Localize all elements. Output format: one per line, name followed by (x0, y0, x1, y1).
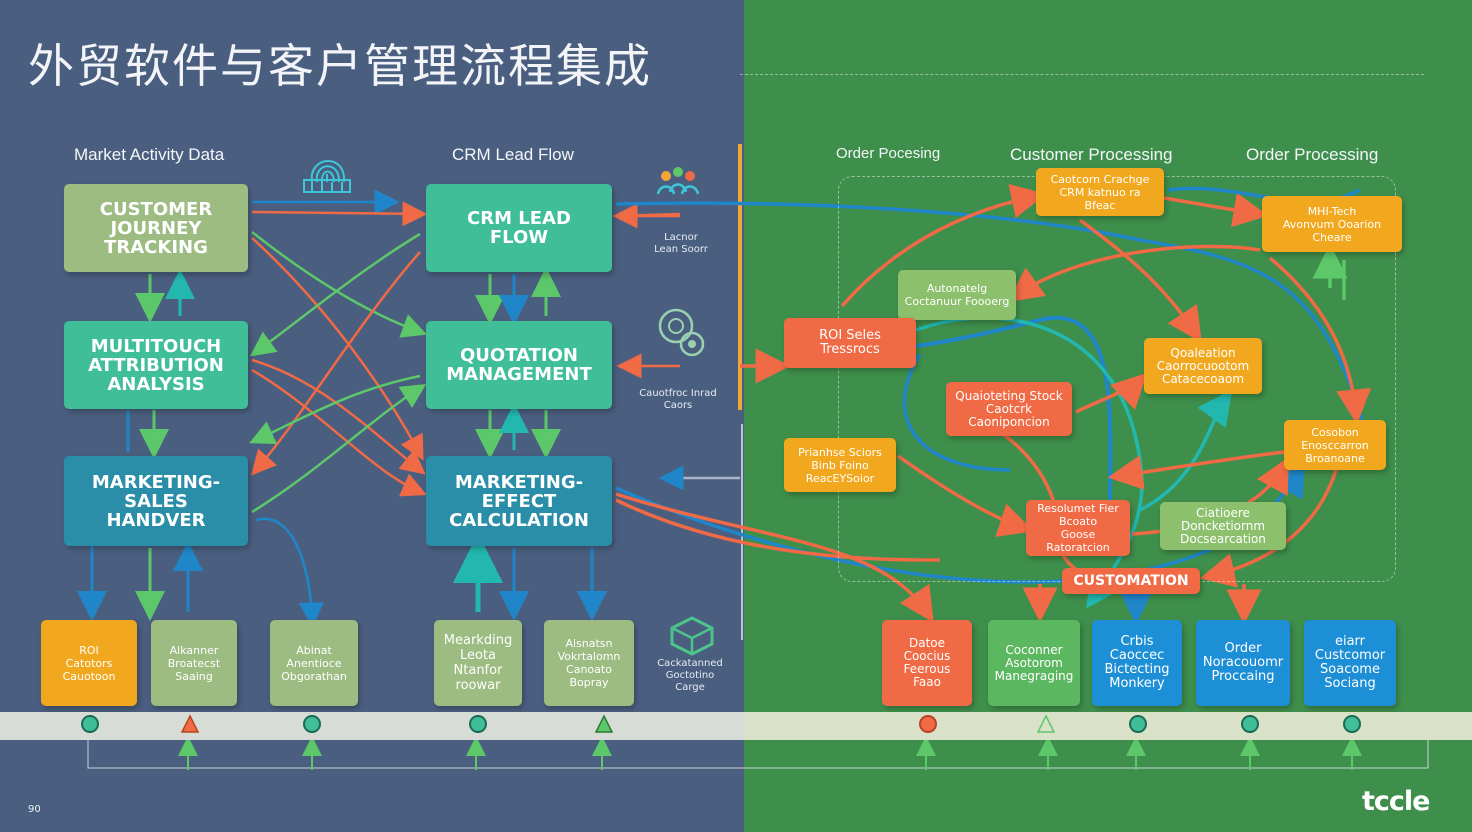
left-vertical-arrows (77, 269, 203, 621)
timeline-pin-icons (81, 714, 1361, 733)
marketing-lead-monitor-box[interactable]: Mearkding Leota Ntanfor roowar (434, 620, 522, 706)
lead-score-note: Lacnor Lean Soorr (654, 232, 708, 255)
analysis-report-box[interactable]: Alsnatsn Vokrtalomn Canoato Bopray (544, 620, 634, 706)
quoting-stock-box[interactable]: Quaioteting Stock Caotcrk Caoniponcion (946, 382, 1072, 436)
column-label-order-pocesing: Order Pocesing (836, 145, 941, 162)
marketing-sales-handover-box[interactable]: MARKETING- SALES HANDVER (64, 456, 248, 546)
quotation-management-label: QUOTATION MANAGEMENT (446, 345, 592, 385)
marketing-effect-calculation-box[interactable]: MARKETING- EFFECT CALCULATION (426, 456, 612, 546)
crm-chain-box[interactable]: Caotcorn Crachge CRM katnuo ra Bfeac (1036, 168, 1164, 216)
customer-journey-tracking-label: CUSTOMER JOURNEY TRACKING (99, 198, 213, 258)
automatic-scoring-box[interactable]: Autonatelg Coctanuur Foooerg (898, 270, 1016, 320)
realization-box[interactable]: Resolumet Fier Bcoato Goose Ratoratcion (1026, 500, 1130, 556)
page-title: 外贸软件与客户管理流程集成 (28, 39, 652, 93)
prioritize-label: Prianhse Sciors Binb Foino ReacEYSoior (798, 445, 882, 485)
title-divider (740, 74, 1424, 75)
cross-connection-arrows (249, 189, 740, 628)
multitouch-attribution-box[interactable]: MULTITOUCH ATTRIBUTION ANALYSIS (64, 321, 248, 409)
data-features-label: Datoe Coocius Feerous Faao (903, 636, 951, 689)
crm-lead-flow-box[interactable]: CRM LEAD FLOW (426, 184, 612, 272)
marketing-effect-calculation-label: MARKETING- EFFECT CALCULATION (449, 471, 589, 531)
realization-label: Resolumet Fier Bcoato Goose Ratoratcion (1037, 502, 1119, 554)
broadcast-scoring-label: Alkanner Broatecst Saaing (167, 643, 221, 683)
mhi-tech-label: MHI-Tech Avonvum Ooarion Cheare (1282, 204, 1382, 244)
analysis-report-label: Alsnatsn Vokrtalomn Canoato Bopray (557, 637, 621, 689)
roi-sales-label: ROI Seles Tressrocs (819, 328, 881, 357)
quotation-management-box[interactable]: QUOTATION MANAGEMENT (426, 321, 612, 409)
broadcast-scoring-box[interactable]: Alkanner Broatecst Saaing (151, 620, 237, 706)
attention-observation-box[interactable]: Abinat Anentioce Obgorathan (270, 620, 358, 706)
fingerprint-icon (303, 160, 351, 193)
prioritize-box[interactable]: Prianhse Sciors Binb Foino ReacEYSoior (784, 438, 896, 492)
column-label-order-processing: Order Processing (1246, 145, 1379, 164)
quotation-right-box[interactable]: Qoaleation Caorrocuootom Catacecoaom (1144, 338, 1262, 394)
multitouch-attribution-label: MULTITOUCH ATTRIBUTION ANALYSIS (88, 335, 224, 395)
brand-logo: tccle (1362, 786, 1430, 817)
quote-generation-note: Cauotfroc Inrad Caors (639, 388, 717, 411)
customation-label: CUSTOMATION (1073, 573, 1189, 589)
gear-coins-icon (658, 308, 705, 357)
timeline-markers (81, 714, 1361, 733)
customer-journey-tracking-box[interactable]: CUSTOMER JOURNEY TRACKING (64, 184, 248, 272)
custom-economics-label: Cosobon Enosccarron Broanoane (1301, 425, 1369, 465)
roi-calculation-box[interactable]: ROI Catotors Cauotoon (41, 620, 137, 706)
column-label-crm-lead-flow: CRM Lead Flow (452, 145, 574, 164)
customer-documentation-label: Ciatioere Doncketiornm Docsearcation (1180, 505, 1266, 546)
quoting-stock-label: Quaioteting Stock Caotcrk Caoniponcion (955, 388, 1063, 429)
roi-sales-box[interactable]: ROI Seles Tressrocs (784, 318, 916, 368)
page-number: 90 (28, 804, 41, 815)
order-processing-bottom-box[interactable]: Order Noracouomr Proccaing (1196, 620, 1290, 706)
column-label-customer-processing: Customer Processing (1010, 145, 1173, 164)
orbis-billing-label: Crbis Caoccec Bictecting Monkery (1104, 634, 1170, 691)
bottom-icon-note: Cackatanned Goctotino Carge (657, 658, 723, 693)
customer-documentation-box[interactable]: Ciatioere Doncketiornm Docsearcation (1160, 502, 1286, 550)
customer-action-managing-label: Coconner Asotorom Manegraging (994, 642, 1074, 683)
roi-calculation-label: ROI Catotors Cauotoon (62, 643, 116, 683)
crm-lead-flow-label: CRM LEAD FLOW (467, 208, 571, 248)
customation-box[interactable]: CUSTOMATION (1062, 568, 1200, 594)
order-processing-bottom-label: Order Noracouomr Proccaing (1202, 641, 1284, 684)
column-label-market-activity: Market Activity Data (74, 145, 225, 164)
orbis-billing-box[interactable]: Crbis Caoccec Bictecting Monkery (1092, 620, 1182, 706)
attention-observation-label: Abinat Anentioce Obgorathan (281, 643, 347, 683)
custom-economics-box[interactable]: Cosobon Enosccarron Broanoane (1284, 420, 1386, 470)
marketing-lead-monitor-label: Mearkding Leota Ntanfor roowar (443, 633, 513, 693)
customer-action-managing-box[interactable]: Coconner Asotorom Manegraging (988, 620, 1080, 706)
mhi-tech-box[interactable]: MHI-Tech Avonvum Ooarion Cheare (1262, 196, 1402, 252)
crm-chain-label: Caotcorn Crachge CRM katnuo ra Bfeac (1050, 172, 1150, 212)
handshake-cube-icon (670, 616, 714, 656)
marketing-sales-handover-label: MARKETING- SALES HANDVER (91, 471, 221, 531)
customer-scoring-box[interactable]: eiarr Custcomor Soacome Sociang (1304, 620, 1396, 706)
customer-scoring-label: eiarr Custcomor Soacome Sociang (1314, 634, 1386, 691)
middle-vertical-arrows (453, 267, 607, 621)
automatic-scoring-label: Autonatelg Coctanuur Foooerg (904, 282, 1010, 308)
team-network-icon (656, 167, 700, 195)
data-features-box[interactable]: Datoe Coocius Feerous Faao (882, 620, 972, 706)
quotation-right-label: Qoaleation Caorrocuootom Catacecoaom (1156, 345, 1250, 386)
